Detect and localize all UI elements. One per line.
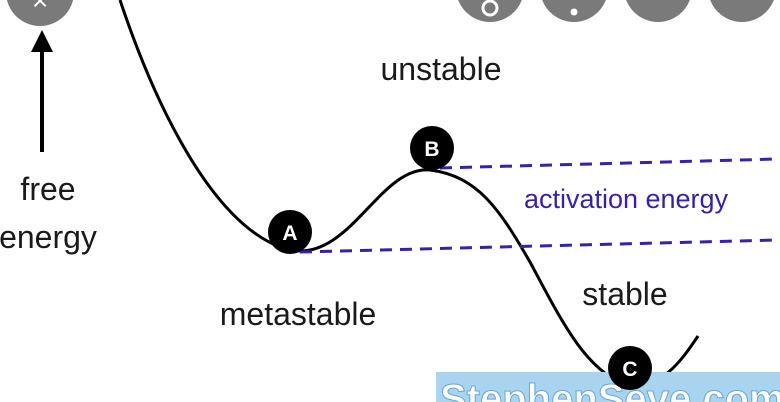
- activation-energy-label: activation energy: [524, 184, 729, 214]
- label-stable: stable: [582, 276, 667, 312]
- overlay-buttons[interactable]: ×: [6, 0, 776, 26]
- expand-button[interactable]: [708, 0, 776, 22]
- point-c-label: C: [622, 358, 637, 381]
- point-a-label: A: [282, 222, 297, 245]
- lens-button[interactable]: [456, 0, 524, 22]
- watermark-text: StephenSeve.com: [440, 377, 780, 402]
- label-metastable: metastable: [220, 296, 377, 332]
- share-button[interactable]: [624, 0, 692, 22]
- activation-top-line: [439, 157, 779, 170]
- activation-bottom-line: [299, 238, 779, 254]
- arrow-head: [31, 30, 53, 52]
- point-b-label: B: [424, 138, 439, 161]
- label-unstable: unstable: [381, 51, 502, 87]
- point-a: A: [268, 210, 312, 254]
- more-icon: [570, 8, 578, 16]
- axis-label-free: free: [20, 171, 75, 207]
- point-c: C: [608, 346, 652, 390]
- point-b: B: [410, 126, 454, 170]
- axis-label-energy: energy: [0, 219, 97, 255]
- lens-icon: [481, 0, 499, 17]
- close-icon: ×: [32, 0, 48, 16]
- close-button[interactable]: [6, 0, 74, 26]
- watermark-bar: [436, 372, 780, 402]
